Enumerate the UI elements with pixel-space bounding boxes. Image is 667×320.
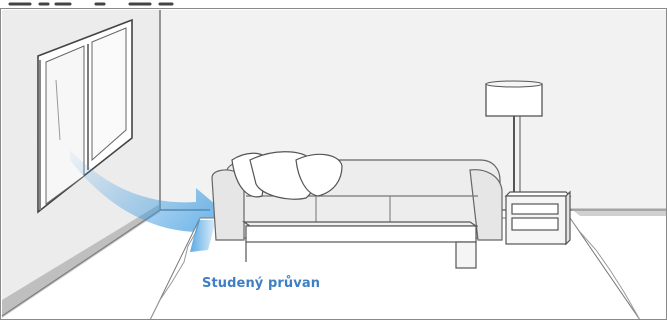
top-edge-fragment	[0, 0, 667, 8]
right-baseboard	[570, 208, 667, 216]
cold-draft-label: Studený průvan	[202, 276, 320, 291]
side-table	[506, 192, 570, 244]
cushions	[232, 152, 342, 200]
